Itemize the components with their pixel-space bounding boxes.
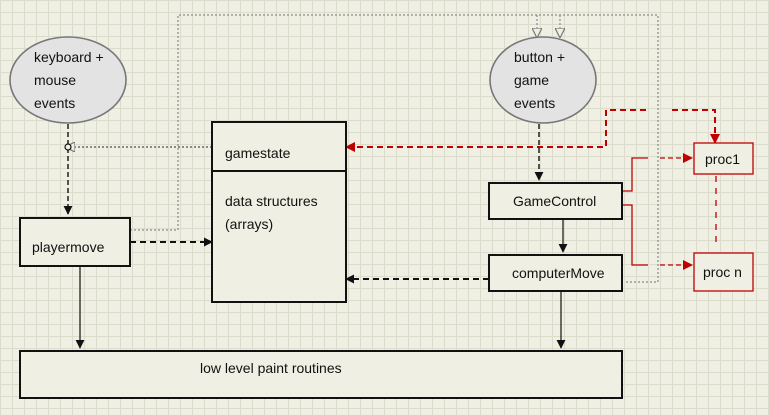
computermove-label: computerMove (512, 265, 605, 281)
button-events-line-1: button + (514, 49, 565, 65)
gamecontrol-label: GameControl (513, 193, 596, 209)
gamestate-box: gamestate data structures (arrays) (211, 121, 347, 303)
procn-box: proc n (693, 252, 754, 292)
red-link-gamecontrol-to-procn (622, 204, 648, 266)
proc1-label: proc1 (705, 151, 740, 167)
gamestate-label: gamestate (225, 145, 291, 161)
red-arrow-return-to-gamestate (668, 109, 720, 144)
junction-dot (64, 143, 72, 151)
paint-routines-box: low level paint routines (19, 350, 623, 399)
keyboard-events-line-2: mouse (34, 72, 76, 88)
playermove-box: playermove (19, 217, 131, 267)
procn-label: proc n (703, 264, 742, 280)
keyboard-mouse-events-node: keyboard + mouse events (9, 36, 127, 124)
computermove-box: computerMove (488, 254, 623, 292)
keyboard-events-line-3: events (34, 95, 75, 111)
keyboard-events-line-1: keyboard + (34, 49, 104, 65)
button-events-line-2: game (514, 72, 549, 88)
button-events-line-3: events (514, 95, 555, 111)
proc1-box: proc1 (693, 142, 754, 175)
button-game-events-node: button + game events (489, 36, 597, 124)
data-structures-line-1: data structures (225, 193, 318, 209)
red-arrow-return-path (345, 109, 646, 152)
gamecontrol-box: GameControl (488, 182, 623, 220)
playermove-label: playermove (32, 239, 105, 255)
data-structures-line-2: (arrays) (225, 216, 273, 232)
dotted-connector-top (130, 14, 659, 283)
red-link-gamecontrol-to-proc1 (622, 157, 648, 192)
paint-routines-label: low level paint routines (200, 360, 342, 376)
